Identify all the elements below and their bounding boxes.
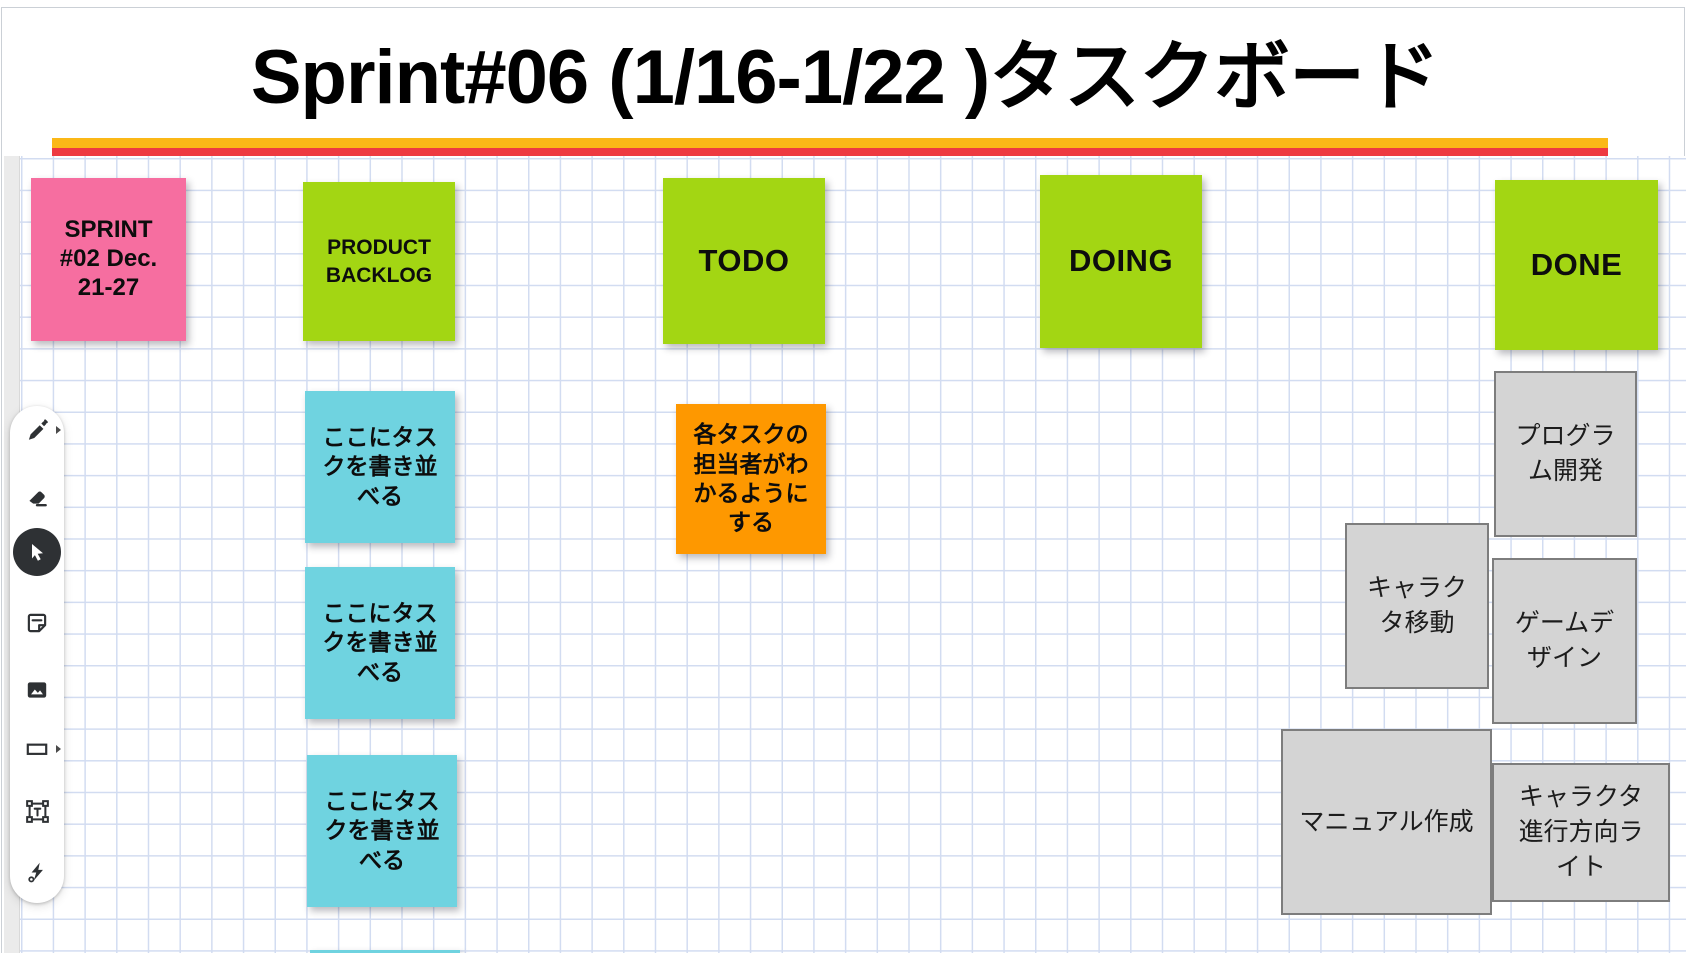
shape-icon (26, 743, 48, 755)
sticky-note-todo-header[interactable]: TODO (663, 178, 825, 344)
sticky-note-task-placeholder-2[interactable]: ここにタス クを書き並 べる (305, 567, 455, 719)
sticky-note-product-backlog-header[interactable]: PRODUCT BACKLOG (303, 182, 455, 341)
shape-submenu-caret (56, 745, 61, 753)
card-done-character-direction-light[interactable]: キャラクタ 進行方向ラ イト (1492, 763, 1670, 902)
card-done-game-design[interactable]: ゲームデ ザイン (1492, 558, 1637, 724)
drawing-toolbar (10, 406, 64, 903)
sticky-note-task-placeholder-1[interactable]: ここにタス クを書き並 べる (305, 391, 455, 543)
text-box-icon (25, 799, 49, 823)
card-done-program-development[interactable]: プログラ ム開発 (1494, 371, 1637, 537)
card-done-character-move[interactable]: キャラク タ移動 (1345, 523, 1489, 689)
board-frame: Sprint#06 (1/16-1/22 )タスクボード SPRINT #02 … (1, 7, 1686, 953)
tool-eraser-button[interactable] (10, 474, 64, 518)
select-cursor-icon (32, 544, 43, 561)
tool-shape-button[interactable] (10, 727, 64, 771)
eraser-icon (29, 491, 47, 507)
tool-image-button[interactable] (10, 668, 64, 712)
card-done-manual-creation[interactable]: マニュアル作成 (1281, 729, 1492, 915)
sticky-note-icon (27, 613, 47, 633)
image-icon (27, 682, 47, 698)
sticky-note-sprint-header[interactable]: SPRINT #02 Dec. 21-27 (31, 178, 186, 341)
marker-submenu-caret (56, 426, 61, 434)
board-title[interactable]: Sprint#06 (1/16-1/22 )タスクボード (250, 35, 1440, 120)
marker-icon (28, 419, 48, 440)
sticky-note-todo-note-1[interactable]: 各タスクの 担当者がわ かるように する (676, 404, 826, 554)
tool-laser-pointer-button[interactable] (10, 850, 64, 894)
tool-marker-button[interactable] (10, 408, 64, 452)
sticky-note-task-placeholder-4[interactable] (310, 950, 460, 953)
title-underline-red[interactable] (52, 148, 1608, 156)
tool-text-box-button[interactable] (10, 789, 64, 833)
sticky-note-done-header[interactable]: DONE (1495, 180, 1658, 350)
tool-sticky-note-button[interactable] (10, 601, 64, 645)
tool-select-button[interactable] (10, 528, 64, 576)
sticky-note-doing-header[interactable]: DOING (1040, 175, 1202, 348)
sticky-note-task-placeholder-3[interactable]: ここにタス クを書き並 べる (307, 755, 457, 907)
laser-pointer-icon (28, 862, 43, 883)
title-underline-yellow[interactable] (52, 138, 1608, 148)
select-active-indicator (13, 528, 61, 576)
